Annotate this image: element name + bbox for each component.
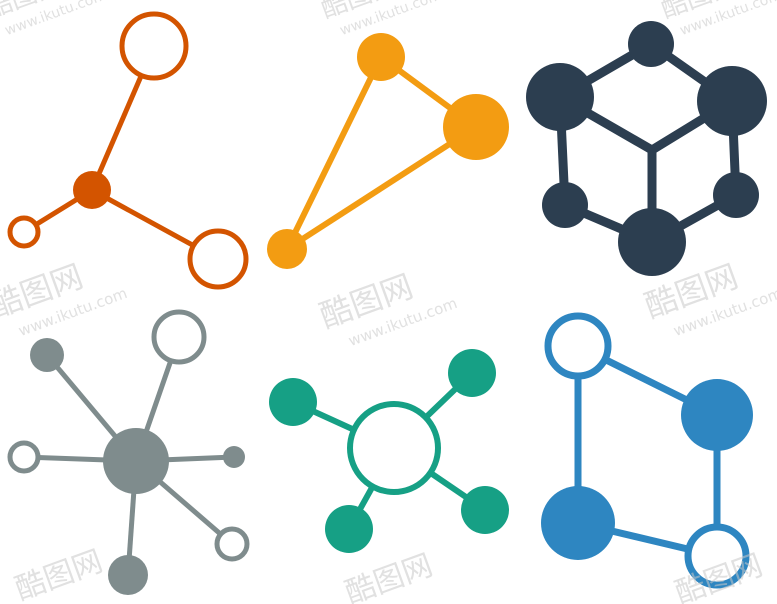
teal-hub-network-icon bbox=[269, 349, 509, 553]
yellow-triangle-network-icon bbox=[267, 33, 509, 269]
gray-star-network-icon bbox=[7, 309, 250, 595]
blue-quad-network-icon bbox=[541, 312, 753, 589]
orange-molecule-icon bbox=[7, 11, 249, 290]
watermark-brand-text: 酷图网 bbox=[341, 548, 438, 604]
watermark-brand-text: 酷图网 bbox=[11, 544, 108, 604]
navy-cube-network-icon bbox=[526, 21, 767, 276]
